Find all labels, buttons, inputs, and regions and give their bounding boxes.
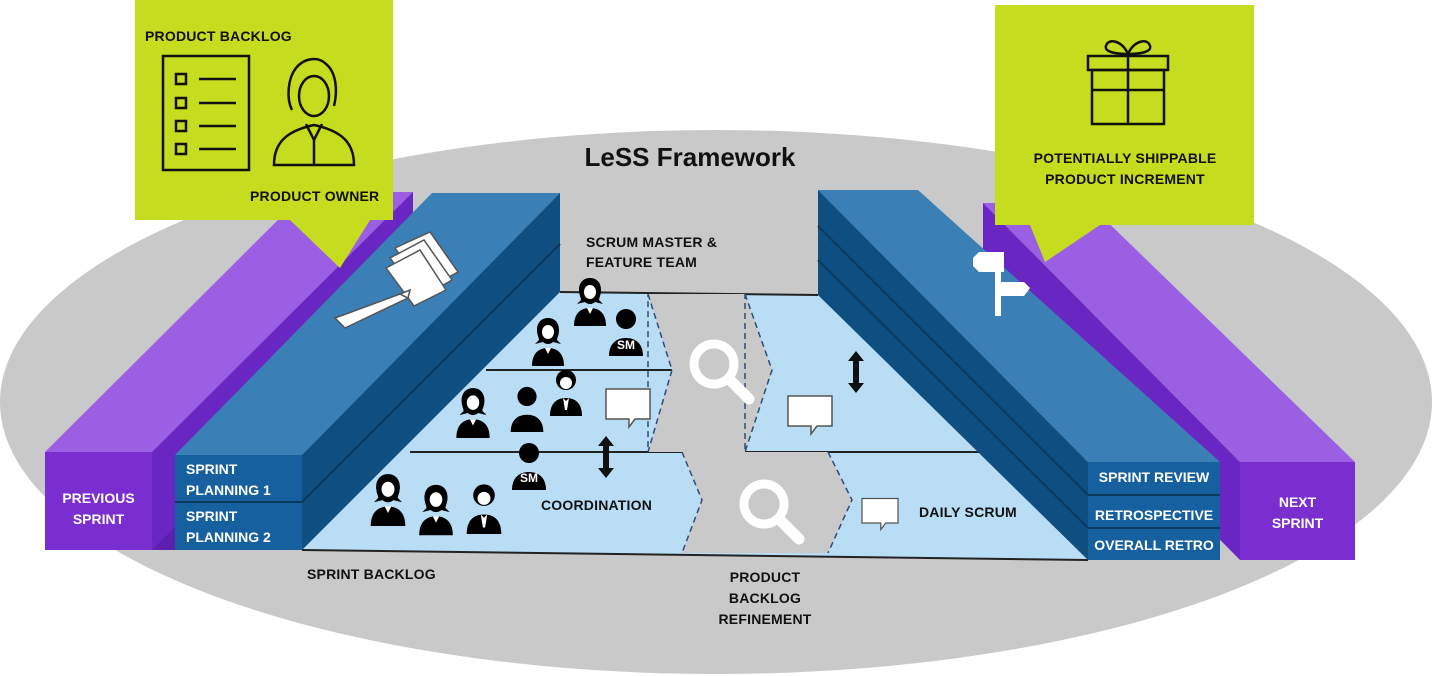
scrum-master-label-line1: SCRUM MASTER & [586, 234, 718, 250]
coordination-label: COORDINATION [541, 497, 653, 513]
product-owner-label: PRODUCT OWNER [250, 188, 380, 204]
sprint-backlog-label: SPRINT BACKLOG [307, 566, 436, 582]
review-retro-beam [817, 190, 1220, 560]
next-sprint-label-line1: NEXT [1278, 494, 1317, 510]
overall-retro-label: OVERALL RETRO [1094, 537, 1214, 553]
retrospective-label: RETROSPECTIVE [1094, 507, 1214, 523]
diagram-title: LeSS Framework [584, 142, 796, 172]
sm-badge: SM [617, 338, 635, 352]
sprint-floor [301, 291, 1089, 561]
product-backlog-callout [135, 0, 393, 268]
previous-sprint-label-line1: PREVIOUS [62, 490, 135, 506]
sprint-planning-2-line2: PLANNING 2 [186, 529, 271, 545]
signpost-icon [973, 252, 1030, 316]
sprint-planning-2-line1: SPRINT [186, 508, 238, 524]
shippable-increment-callout [995, 5, 1254, 262]
shippable-label-line2: PRODUCT INCREMENT [1045, 171, 1205, 187]
refinement-label-line2: BACKLOG [728, 590, 802, 606]
checklist-icon [161, 54, 251, 172]
sprint-planning-1-line2: PLANNING 1 [186, 482, 271, 498]
notes-pen-icon [333, 231, 460, 329]
gift-icon [1086, 40, 1170, 126]
shippable-label-line1: POTENTIALLY SHIPPABLE [1033, 150, 1217, 166]
sprint-planning-beam [175, 193, 561, 550]
refinement-label-line1: PRODUCT [729, 569, 801, 585]
daily-scrum-label: DAILY SCRUM [919, 504, 1017, 520]
scrum-master-label-line2: FEATURE TEAM [586, 254, 698, 270]
refinement-label-line3: REFINEMENT [718, 611, 812, 627]
product-backlog-label: PRODUCT BACKLOG [145, 28, 292, 44]
sprint-review-label: SPRINT REVIEW [1098, 469, 1210, 485]
next-sprint-label-line2: SPRINT [1271, 515, 1324, 531]
sm-badge: SM [520, 471, 538, 485]
sprint-planning-1-line1: SPRINT [186, 461, 238, 477]
previous-sprint-label-line2: SPRINT [72, 511, 125, 527]
woman-person-icon [272, 57, 356, 167]
